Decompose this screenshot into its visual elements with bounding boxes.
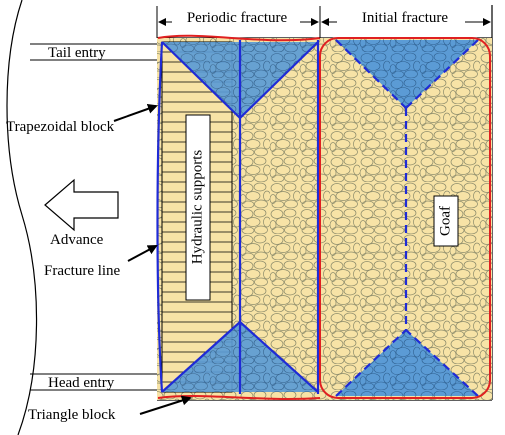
initial-fracture-label: Initial fracture bbox=[362, 10, 449, 26]
initial-triangle-top bbox=[336, 40, 478, 108]
goaf-boundary bbox=[319, 37, 491, 399]
fracture-line-label: Fracture line bbox=[44, 263, 121, 279]
tail-entry-label: Tail entry bbox=[48, 45, 106, 61]
trapezoidal-block-label: Trapezoidal block bbox=[6, 119, 115, 135]
periodic-red-top bbox=[157, 34, 321, 42]
advance-arrow bbox=[44, 178, 119, 232]
hydraulic-supports-label: Hydraulic supports bbox=[189, 150, 205, 265]
periodic-fracture-lines bbox=[156, 40, 320, 394]
triangle-block-pointer bbox=[139, 395, 192, 415]
periodic-red-bottom bbox=[157, 395, 321, 400]
goaf-label: Goaf bbox=[437, 206, 453, 236]
coal-wall-boundary bbox=[6, 0, 38, 435]
periodic-fracture-label: Periodic fracture bbox=[187, 10, 288, 26]
triangle-block-label: Triangle block bbox=[28, 407, 116, 423]
head-entry-label: Head entry bbox=[48, 375, 115, 391]
hydraulic-supports-label-box bbox=[185, 114, 211, 301]
initial-triangle-bottom bbox=[336, 330, 478, 396]
advance-label: Advance bbox=[50, 232, 104, 248]
trapezoidal-block-pointer bbox=[113, 103, 158, 122]
goaf-label-box bbox=[433, 195, 459, 247]
fracture-line-pointer bbox=[127, 245, 158, 262]
initial-fracture-lines bbox=[335, 39, 479, 397]
